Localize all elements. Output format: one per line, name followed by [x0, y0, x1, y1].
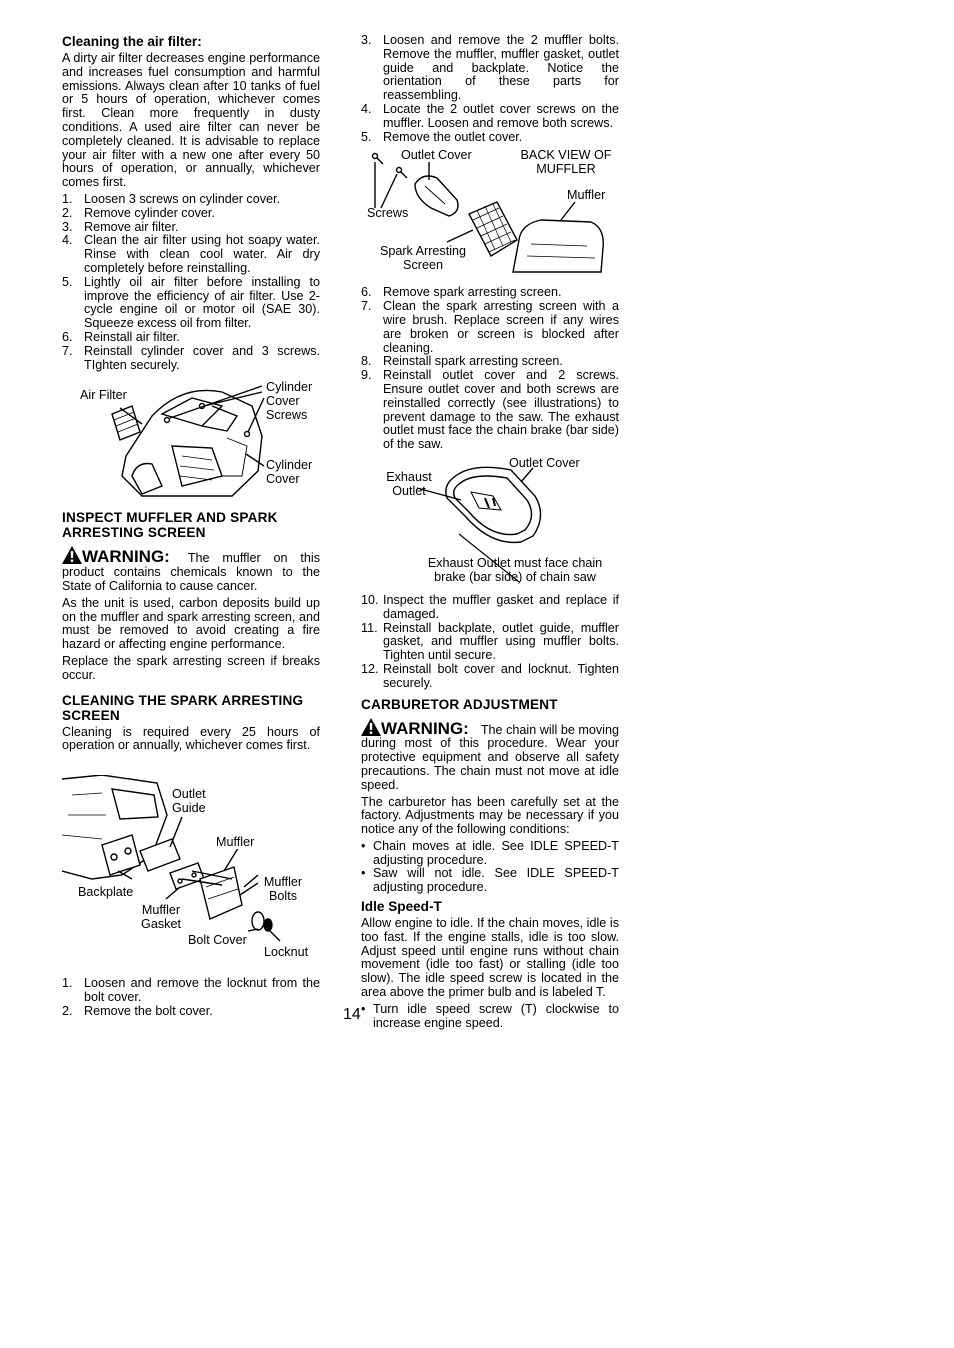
list-item: 5.Remove the outlet cover.	[361, 129, 523, 144]
air-filter-heading: Cleaning the air filter:	[62, 34, 202, 49]
idle-speed-paragraph: Allow engine to idle. If the chain moves…	[361, 916, 619, 1000]
cylinder-cover-label: Cylinder Cover	[266, 458, 320, 487]
muffler-steps-a: 3.Loosen and remove the 2 muffler bolts.…	[361, 33, 619, 144]
spark-steps: 1.Loosen and remove the locknut from the…	[62, 976, 320, 1018]
warning-triangle-icon	[62, 546, 82, 565]
muffler-gasket-label: Muffler Gasket	[136, 903, 186, 932]
muffler-bolts-label: Muffler Bolts	[260, 875, 306, 904]
list-item: 4.Clean the air filter using hot soapy w…	[62, 233, 320, 275]
muffler-paragraph-2: Replace the spark arresting screen if br…	[62, 653, 320, 682]
muffler-warning: WARNING:The muffler on this product cont…	[62, 546, 320, 593]
back-view-muffler-illustration	[371, 153, 604, 274]
list-item: 12.Reinstall bolt cover and locknut. Tig…	[361, 661, 619, 690]
list-item: 1.Loosen and remove the locknut from the…	[62, 976, 320, 1004]
outlet-cover-label: Outlet Cover	[401, 148, 472, 163]
muffler-label: Muffler	[567, 188, 606, 203]
carburetor-paragraph: The carburetor has been carefully set at…	[361, 794, 619, 837]
idle-speed-heading: Idle Speed-T	[361, 899, 442, 915]
muffler-steps-c: 10.Inspect the muffler gasket and replac…	[361, 592, 619, 691]
back-view-muffler-figure: Outlet Cover BACK VIEW OF MUFFLER Muffle…	[361, 148, 619, 276]
list-item: 2.Remove the bolt cover.	[62, 1003, 213, 1018]
locknut-label: Locknut	[264, 945, 309, 960]
muffler-heading: INSPECT MUFFLER AND SPARK ARRESTING SCRE…	[62, 510, 278, 541]
back-view-label: BACK VIEW OF MUFFLER	[520, 148, 612, 177]
muffler-exploded-figure: Outlet Guide Muffler Muffler Bolts Backp…	[62, 775, 320, 971]
air-filter-figure: Air Filter Cylinder Cover Screws Cylinde…	[62, 376, 320, 500]
warning-label: WARNING:	[361, 717, 469, 738]
air-filter-label: Air Filter	[80, 388, 127, 403]
list-item: 1.Loosen 3 screws on cylinder cover.	[62, 191, 281, 206]
carburetor-warning: WARNING:The chain will be moving during …	[361, 717, 619, 792]
list-item: 7.Clean the spark arresting screen with …	[361, 299, 619, 355]
warning-triangle-icon	[361, 717, 381, 736]
list-item: 7.Reinstall cylinder cover and 3 screws.…	[62, 343, 320, 372]
list-item: 4.Locate the 2 outlet cover screws on th…	[361, 101, 619, 130]
screws-label: Screws	[367, 206, 409, 221]
cylinder-cover-screws-label: Cylinder Cover Screws	[266, 380, 320, 423]
page-number: 14	[343, 1006, 361, 1023]
list-item: 3.Loosen and remove the 2 muffler bolts.…	[361, 33, 619, 103]
muffler-exploded-illustration	[62, 775, 281, 942]
spark-heading: CLEANING THE SPARK ARRESTING SCREEN	[62, 692, 304, 723]
outlet-cover-label: Outlet Cover	[509, 455, 580, 470]
exhaust-caption: Exhaust Outlet must face chain brake (ba…	[427, 555, 603, 584]
spark-screen-label: Spark Arresting Screen	[379, 244, 467, 273]
air-filter-paragraph: A dirty air filter decreases engine perf…	[62, 51, 320, 190]
air-filter-steps: 1.Loosen 3 screws on cylinder cover. 2.R…	[62, 191, 320, 372]
backplate-label: Backplate	[78, 885, 134, 900]
list-item: •Chain moves at idle. See IDLE SPEED-T a…	[361, 838, 619, 867]
list-item: 5.Lightly oil air filter before installi…	[62, 274, 320, 331]
left-column: Cleaning the air filter: A dirty air fil…	[62, 34, 320, 1022]
outlet-guide-label: Outlet Guide	[172, 787, 222, 816]
carburetor-heading: CARBURETOR ADJUSTMENT	[361, 696, 558, 712]
list-item: 9.Reinstall outlet cover and 2 screws. E…	[361, 368, 619, 452]
list-item: 6.Remove spark arresting screen.	[361, 285, 562, 300]
list-item: •Saw will not idle. See IDLE SPEED-T adj…	[361, 866, 619, 895]
list-item: 6.Reinstall air filter.	[62, 329, 180, 344]
bolt-cover-label: Bolt Cover	[188, 933, 247, 948]
carburetor-bullets: •Chain moves at idle. See IDLE SPEED-T a…	[361, 838, 619, 895]
idle-speed-bullets: •Turn idle speed screw (T) clockwise to …	[361, 1001, 619, 1031]
exhaust-outlet-figure: Outlet Cover Exhaust Outlet Exhaust Outl…	[361, 456, 619, 588]
muffler-paragraph-1: As the unit is used, carbon deposits bui…	[62, 595, 320, 652]
list-item: 11.Reinstall backplate, outlet guide, mu…	[361, 620, 619, 663]
list-item: 10.Inspect the muffler gasket and replac…	[361, 592, 619, 621]
exhaust-outlet-label: Exhaust Outlet	[386, 469, 432, 498]
muffler-steps-b: 6.Remove spark arresting screen. 7.Clean…	[361, 285, 619, 452]
spark-paragraph: Cleaning is required every 25 hours of o…	[62, 724, 320, 753]
exhaust-outlet-illustration	[416, 466, 542, 583]
list-item: 2.Remove cylinder cover.	[62, 205, 215, 220]
air-filter-illustration	[111, 385, 265, 498]
muffler-label: Muffler	[216, 835, 255, 850]
list-item: 3.Remove air filter.	[62, 219, 179, 234]
list-item: 8.Reinstall spark arresting screen.	[361, 354, 563, 369]
right-column: 3.Loosen and remove the 2 muffler bolts.…	[361, 33, 619, 1034]
list-item: •Turn idle speed screw (T) clockwise to …	[361, 1001, 619, 1030]
warning-label: WARNING:	[62, 546, 170, 566]
